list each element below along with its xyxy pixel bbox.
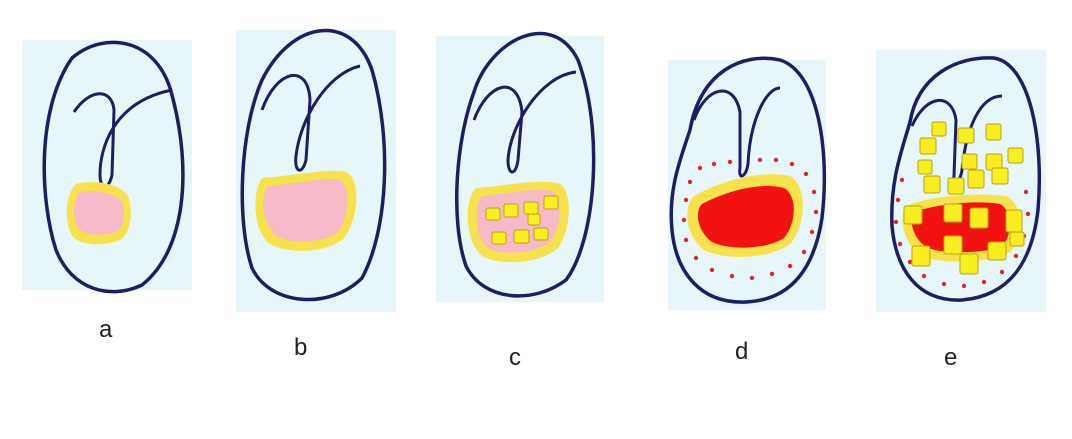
block — [486, 208, 500, 220]
block — [958, 128, 974, 143]
dot — [750, 276, 754, 280]
dot — [790, 162, 794, 166]
dot — [1014, 254, 1018, 258]
label-e: e — [944, 346, 957, 370]
dot — [982, 280, 986, 284]
block — [970, 208, 988, 228]
block — [944, 204, 962, 222]
dot — [1024, 190, 1028, 194]
label-b: b — [294, 336, 307, 360]
dot — [898, 242, 902, 246]
label-c: c — [509, 346, 521, 370]
block — [986, 124, 1001, 140]
dot — [802, 250, 806, 254]
dot — [774, 158, 778, 162]
block — [948, 178, 964, 194]
dot — [682, 218, 686, 222]
block — [944, 236, 962, 254]
dot — [684, 198, 688, 202]
dot — [758, 158, 762, 162]
block — [968, 170, 984, 188]
block — [960, 254, 978, 274]
dot — [942, 282, 946, 286]
dot — [1000, 270, 1004, 274]
dot — [812, 190, 816, 194]
dot — [894, 220, 898, 224]
dot — [694, 256, 698, 260]
block — [912, 246, 930, 266]
dot — [684, 238, 688, 242]
dot — [770, 272, 774, 276]
block — [1010, 232, 1024, 246]
block — [932, 122, 946, 136]
tooth-a-pink-region — [74, 191, 124, 234]
block — [544, 196, 558, 209]
block — [504, 204, 518, 217]
block — [988, 242, 1006, 260]
block — [904, 206, 922, 224]
dot — [922, 274, 926, 278]
dot — [698, 166, 702, 170]
label-a: a — [99, 318, 112, 342]
block — [534, 228, 548, 240]
dot — [962, 284, 966, 288]
dot — [810, 230, 814, 234]
label-d: d — [735, 340, 748, 364]
dot — [712, 162, 716, 166]
block — [1006, 210, 1022, 232]
dot — [728, 160, 732, 164]
dot — [710, 268, 714, 272]
block — [920, 138, 936, 154]
dot — [688, 180, 692, 184]
dot — [730, 274, 734, 278]
block — [1008, 148, 1023, 163]
dot — [788, 264, 792, 268]
block — [924, 176, 940, 193]
dot — [896, 198, 900, 202]
block — [992, 168, 1008, 184]
dot — [1026, 212, 1030, 216]
block — [492, 232, 506, 244]
dot — [804, 172, 808, 176]
block — [524, 202, 538, 214]
dot — [900, 178, 904, 182]
block — [918, 160, 932, 174]
block — [962, 154, 977, 169]
background-washes — [22, 30, 1046, 312]
block — [528, 214, 540, 225]
wash-c — [436, 36, 604, 302]
block — [514, 230, 529, 243]
tooth-b-pink-region — [263, 179, 347, 242]
dot — [814, 210, 818, 214]
